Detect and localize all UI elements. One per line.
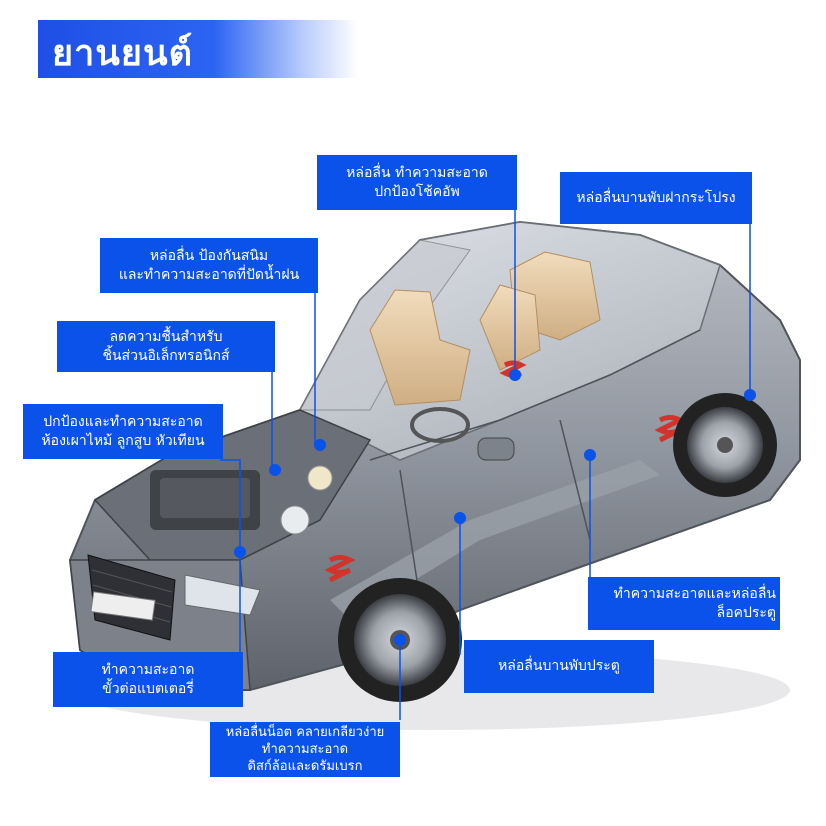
callout-cv-boot: หล่อลื่น ทำความสะอาด ปกป้องโช้คอัพ [317, 155, 517, 210]
license-plate [90, 591, 156, 621]
callout-line: ทำความสะอาด [261, 742, 349, 757]
car-illustration [68, 210, 801, 730]
door-lines [369, 329, 701, 601]
callout-line: หล่อลื่น ทำความสะอาด [346, 164, 488, 181]
callout-line: ขั้วต่อแบตเตอรี่ [102, 680, 194, 697]
page-title: ยานยนต์ [52, 33, 193, 74]
callout-line: ห้องเผาไหม้ ลูกสูบ หัวเทียน [41, 432, 205, 449]
callout-line: ลดความชื้นสำหรับ [109, 328, 223, 345]
leader-dots [234, 369, 756, 646]
fluid-reservoir-2 [307, 465, 333, 491]
callout-line: หล่อลื่นน็อต คลายเกลียวง่าย [225, 725, 385, 740]
front-seat-2 [479, 284, 541, 371]
callout-moisture: ลดความชื้นสำหรับ ชิ้นส่วนอิเล็กทรอนิกส์ [57, 321, 275, 372]
engine-cover [160, 478, 250, 518]
callout-trunk-hinge: หล่อลื่นบานพับฝากระโปรง [560, 172, 752, 224]
callout-door-hinge: หล่อลื่นบานพับประตู [464, 640, 654, 693]
callout-brake: หล่อลื่นน็อต คลายเกลียวง่าย ทำความสะอาด … [210, 722, 400, 777]
fluid-reservoir [280, 505, 310, 535]
steering-wheel [410, 407, 470, 443]
callout-engine: ปกป้องและทำความสะอาด ห้องเผาไหม้ ลูกสูบ … [23, 404, 223, 459]
title-banner: ยานยนต์ [38, 20, 358, 78]
callout-line: หล่อลื่นบานพับประตู [498, 658, 620, 674]
mirror [477, 437, 515, 461]
callout-line: หล่อลื่น ป้องกันสนิม [149, 247, 269, 264]
front-seat [369, 289, 471, 406]
callout-line: ดิสก์ล้อและดรัมเบรก [247, 759, 363, 774]
callout-line: และทำความสะอาดที่ปัดน้ำฝน [118, 266, 300, 283]
callout-line: ล็อคประตู [716, 604, 776, 621]
callout-line: ทำความสะอาดและหล่อลื่น [613, 585, 776, 602]
callout-battery: ทำความสะอาด ขั้วต่อแบตเตอรี่ [53, 652, 243, 707]
callout-rust: หล่อลื่น ป้องกันสนิม และทำความสะอาดที่ปั… [100, 238, 318, 293]
callout-line: ทำความสะอาด [101, 661, 195, 678]
callout-door-lock: ทำความสะอาดและหล่อลื่น ล็อคประตู [588, 577, 780, 630]
callout-line: ชิ้นส่วนอิเล็กทรอนิกส์ [102, 347, 230, 364]
rear-wheel [673, 393, 777, 497]
headlight [184, 574, 261, 616]
callout-line: หล่อลื่นบานพับฝากระโปรง [576, 189, 736, 206]
callout-line: ปกป้องโช้คอัพ [374, 183, 460, 200]
callout-line: ปกป้องและทำความสะอาด [43, 413, 203, 430]
